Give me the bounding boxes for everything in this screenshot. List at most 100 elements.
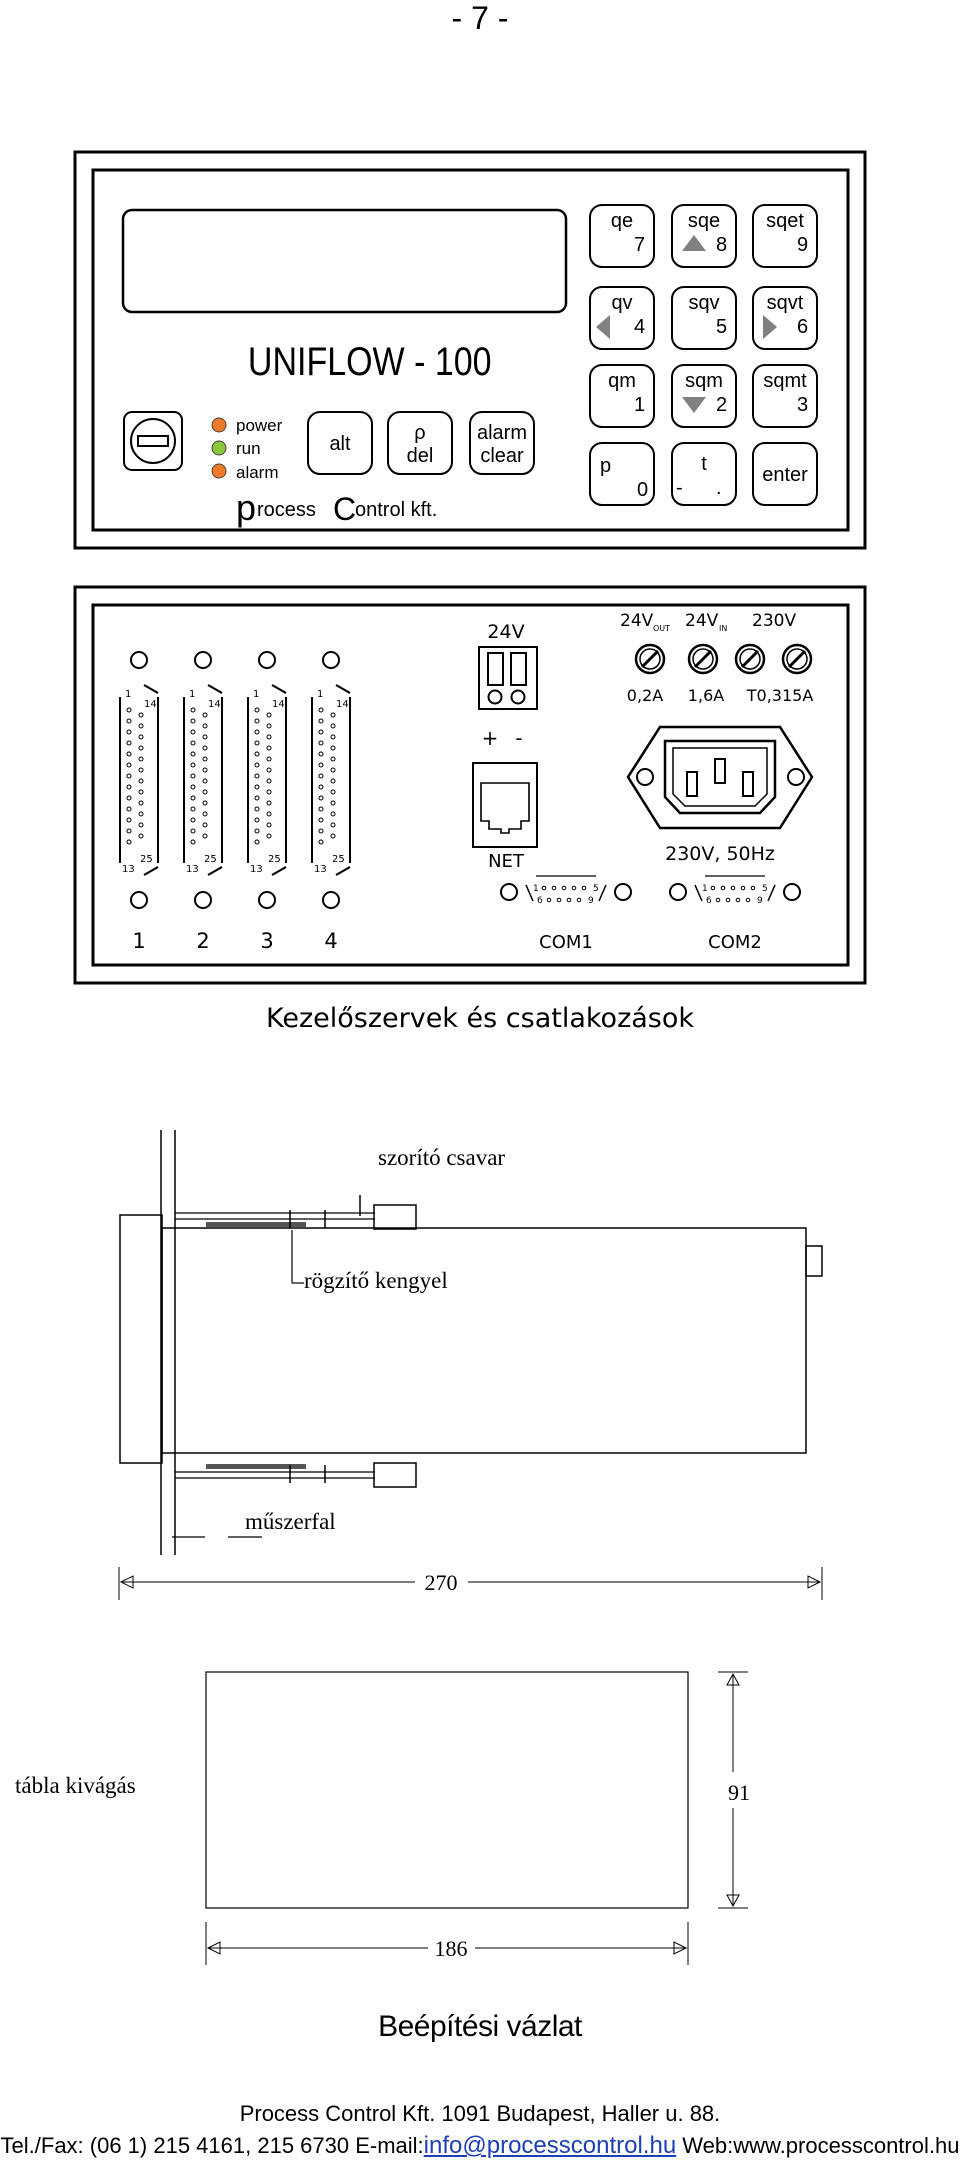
mains-socket[interactable] xyxy=(626,725,814,830)
run-led-label: run xyxy=(236,439,261,458)
net-connector[interactable] xyxy=(472,762,538,848)
svg-text:sqv: sqv xyxy=(688,292,719,314)
svg-text:1: 1 xyxy=(125,689,131,700)
cutout-label: tábla kivágás xyxy=(15,1773,136,1798)
arrow-right-icon xyxy=(763,315,777,339)
svg-text:91: 91 xyxy=(728,1780,750,1805)
svg-text:25: 25 xyxy=(204,854,217,865)
key-qv[interactable]: qv4 xyxy=(589,286,655,350)
svg-text:5: 5 xyxy=(593,884,599,894)
svg-text:qm: qm xyxy=(608,370,636,392)
svg-text:6: 6 xyxy=(706,896,712,906)
fuse-24v-in-label: 24V IN xyxy=(685,611,727,633)
svg-text:C: C xyxy=(333,491,356,527)
caption-controls: Kezelőszervek és csatlakozások xyxy=(265,1003,695,1034)
footer-tel: Tel./Fax: (06 1) 215 4161, 215 6730 E-ma… xyxy=(0,2133,424,2158)
svg-text:6: 6 xyxy=(797,316,808,338)
rho-del-button[interactable]: ρ del xyxy=(387,411,453,475)
svg-text:IN: IN xyxy=(719,624,727,633)
svg-text:186: 186 xyxy=(435,1936,468,1961)
svg-text:1: 1 xyxy=(634,394,645,416)
brand-logo: p rocess C ontrol kft. xyxy=(236,487,437,528)
svg-text:14: 14 xyxy=(272,699,285,710)
svg-text:alt: alt xyxy=(329,433,351,455)
svg-text:25: 25 xyxy=(332,854,345,865)
alarm-clear-button[interactable]: alarm clear xyxy=(469,411,535,475)
key-qe[interactable]: qe7 xyxy=(589,204,655,268)
bottom-clamp xyxy=(175,1462,417,1488)
channel-label-4: 4 xyxy=(324,929,337,953)
arrow-down-icon xyxy=(682,397,706,413)
power-switch[interactable] xyxy=(123,411,183,471)
screw-label: szorító csavar xyxy=(378,1145,505,1170)
svg-text:3: 3 xyxy=(797,394,808,416)
svg-text:5: 5 xyxy=(762,884,768,894)
svg-text:9: 9 xyxy=(797,234,808,256)
fuse-holder-3[interactable] xyxy=(734,643,766,675)
svg-text:rocess: rocess xyxy=(257,499,316,521)
fuse-24v-out-label: 24V OUT xyxy=(620,611,670,633)
power-led xyxy=(211,417,227,433)
svg-text:ontrol kft.: ontrol kft. xyxy=(355,499,437,521)
fuse-holder-4[interactable] xyxy=(781,643,813,675)
channel-label-1: 1 xyxy=(132,929,145,953)
svg-text:enter: enter xyxy=(762,464,808,486)
page-number: - 7 - xyxy=(451,0,509,36)
svg-text:13: 13 xyxy=(122,864,135,875)
channel-label-2: 2 xyxy=(196,929,209,953)
key-p-0[interactable]: p 0 xyxy=(589,442,655,506)
svg-text:5: 5 xyxy=(716,316,727,338)
svg-text:8: 8 xyxy=(716,234,727,256)
svg-text:OUT: OUT xyxy=(653,624,670,633)
cutout-drawing: tábla kivágás 91 186 xyxy=(15,1671,750,1965)
com1-label: COM1 xyxy=(539,932,593,953)
mains-label: 230V, 50Hz xyxy=(665,843,775,865)
email-link[interactable]: info@processcontrol.hu xyxy=(423,2132,677,2159)
panel-cutout xyxy=(205,1671,689,1909)
bracket-label: rögzítő kengyel xyxy=(304,1268,448,1293)
alt-button[interactable]: alt xyxy=(307,411,373,475)
com2-label: COM2 xyxy=(708,932,762,953)
svg-text:9: 9 xyxy=(588,896,594,906)
channel-label-3: 3 xyxy=(260,929,273,953)
svg-text:alarm: alarm xyxy=(477,422,527,444)
key-qm[interactable]: qm1 xyxy=(589,364,655,428)
key-t[interactable]: t - . xyxy=(671,442,737,506)
svg-text:14: 14 xyxy=(336,699,349,710)
svg-text:-: - xyxy=(515,726,522,750)
svg-text:24V: 24V xyxy=(685,611,719,631)
svg-text:25: 25 xyxy=(268,854,281,865)
svg-text:13: 13 xyxy=(314,864,327,875)
svg-text:sqm: sqm xyxy=(685,370,723,392)
caption-installation: Beépítési vázlat xyxy=(378,2010,582,2043)
footer-contact: Tel./Fax: (06 1) 215 4161, 215 6730 E-ma… xyxy=(0,2132,960,2160)
net-label: NET xyxy=(488,851,525,872)
fuse-holder-1[interactable] xyxy=(634,643,666,675)
fuse-holder-2[interactable] xyxy=(687,643,719,675)
footer-web[interactable]: Web:www.processcontrol.hu xyxy=(676,2133,960,2158)
fuse-rating-2: 1,6A xyxy=(688,686,724,705)
svg-text:sqet: sqet xyxy=(766,210,804,232)
svg-text:25: 25 xyxy=(140,854,153,865)
top-clamp xyxy=(175,1195,417,1230)
svg-text:sqe: sqe xyxy=(688,210,720,232)
svg-text:6: 6 xyxy=(537,896,543,906)
fuse-rating-1: 0,2A xyxy=(627,686,663,705)
fuse-230v-label: 230V xyxy=(752,611,796,631)
enter-key[interactable]: enter xyxy=(752,442,818,506)
